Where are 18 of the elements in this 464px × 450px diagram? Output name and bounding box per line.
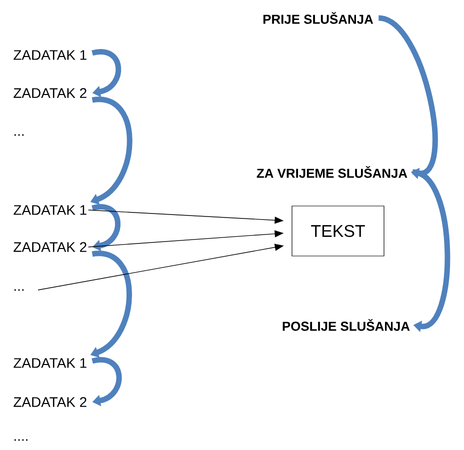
ellipsis-label: ... bbox=[14, 134, 24, 136]
task-label: ZADATAK 2 bbox=[14, 242, 86, 252]
curved-arrow bbox=[92, 204, 120, 252]
curved-arrow bbox=[92, 357, 122, 406]
phase-label: ZA VRIJEME SLUŠANJA bbox=[256, 166, 408, 178]
task-label: ZADATAK 1 bbox=[14, 50, 86, 60]
curved-arrow bbox=[378, 15, 438, 180]
curved-arrow bbox=[412, 169, 450, 332]
curved-arrow bbox=[92, 49, 122, 98]
task-label: ZADATAK 2 bbox=[14, 88, 86, 98]
phase-label: PRIJE SLUŠANJA bbox=[263, 12, 374, 24]
task-label: ZADATAK 1 bbox=[14, 205, 86, 215]
phase-label: POSLIJE SLUŠANJA bbox=[282, 319, 410, 331]
text-box: TEKST bbox=[292, 206, 384, 256]
task-label: ZADATAK 1 bbox=[14, 358, 86, 368]
task-label: ZADATAK 2 bbox=[14, 397, 86, 407]
ellipsis-label: .... bbox=[14, 439, 28, 441]
task-label: ... bbox=[14, 289, 24, 291]
